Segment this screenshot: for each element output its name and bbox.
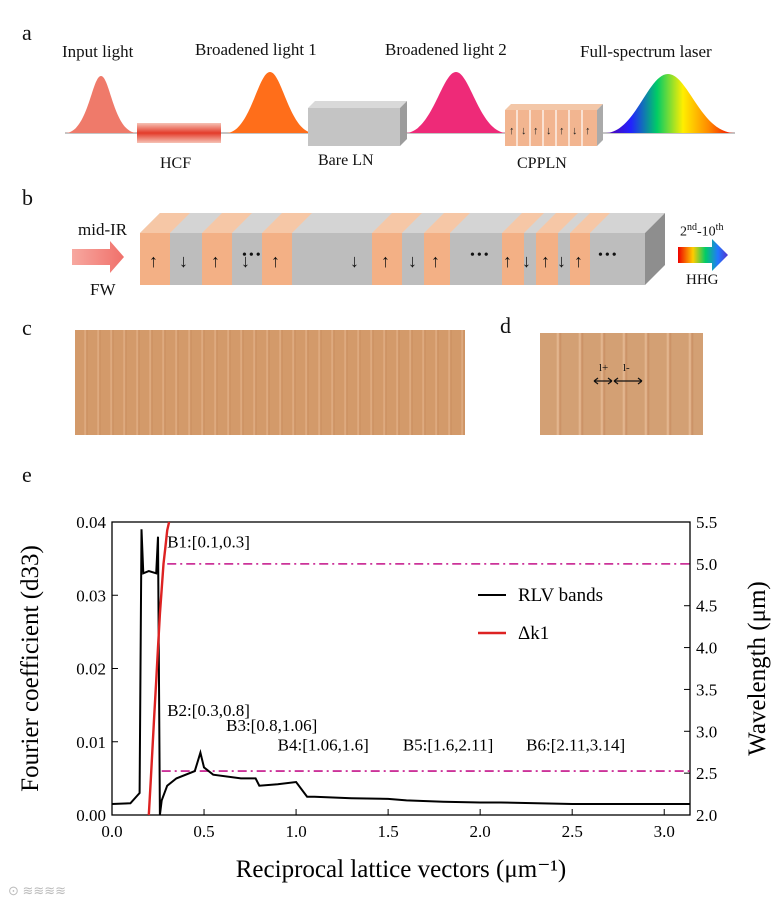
hhg-order-start-sup: nd (687, 222, 697, 233)
y-left-tick-label: 0.01 (76, 733, 106, 752)
svg-text:↓: ↓ (521, 125, 527, 137)
y-right-tick-label: 3.5 (696, 680, 717, 699)
fw-arrow (72, 241, 124, 273)
svg-text:↑: ↑ (271, 251, 280, 271)
panel-b-letter: b (22, 185, 33, 210)
cppln-block: ↑ ↓ ↑ ↓ ↑ ↓ ↑ (505, 104, 603, 146)
panel-a-diagram: ↑ ↓ ↑ ↓ ↑ ↓ ↑ (65, 72, 735, 146)
svg-text:↓: ↓ (522, 251, 531, 271)
l-minus-label: l- (623, 362, 630, 374)
y-right-tick-label: 4.0 (696, 639, 717, 658)
svg-text:↑: ↑ (509, 125, 515, 137)
fw-label: FW (90, 280, 116, 299)
band-annotation: B6:[2.11,3.14] (526, 736, 625, 755)
panel-d-letter: d (500, 313, 511, 338)
y-right-tick-label: 4.5 (696, 597, 717, 616)
svg-text:↑: ↑ (585, 125, 591, 137)
hhg-label: HHG (686, 272, 719, 288)
band-annotation: B1:[0.1,0.3] (167, 533, 250, 552)
bare-ln-block (308, 101, 407, 146)
panel-b-diagram: ↑ ↓ ↑ ↓ ↑ ↓ ↑ ↓ ↑ ↑ ↓ ↑ ↓ ↑ (72, 213, 728, 285)
micrograph-c (75, 330, 465, 435)
y-right-tick-label: 5.0 (696, 555, 717, 574)
x-tick-label: 0.5 (193, 822, 214, 841)
watermark: ⊙ ≋≋≋≋ (8, 883, 67, 898)
legend-label-1: RLV bands (518, 585, 603, 606)
x-tick-label: 1.0 (285, 822, 306, 841)
legend-label-2: Δk1 (518, 623, 549, 644)
y-right-tick-label: 3.0 (696, 722, 717, 741)
svg-text:↓: ↓ (408, 251, 417, 271)
y-left-tick-label: 0.02 (76, 660, 106, 679)
hcf-fiber (137, 123, 221, 143)
svg-text:↑: ↑ (431, 251, 440, 271)
panel-a-letter: a (22, 20, 32, 45)
svg-text:↓: ↓ (572, 125, 578, 137)
domain-width-arrows (593, 377, 643, 385)
hhg-order-start: 2 (680, 224, 687, 240)
input-light-label: Input light (62, 42, 134, 61)
band-annotation: B2:[0.3,0.8] (167, 701, 250, 720)
x-tick-label: 2.0 (470, 822, 491, 841)
cppln-label: CPPLN (517, 155, 567, 172)
y-left-axis-label: Fourier coefficient (d33) (17, 545, 44, 792)
input-pulse (65, 76, 137, 133)
svg-text:↑: ↑ (211, 251, 220, 271)
x-tick-label: 2.5 (562, 822, 583, 841)
hhg-order-label: 2nd-10th (680, 222, 723, 241)
bare-ln-label: Bare LN (318, 152, 374, 169)
svg-text:↑: ↑ (541, 251, 550, 271)
svg-text:↑: ↑ (381, 251, 390, 271)
y-right-tick-label: 2.5 (696, 764, 717, 783)
fourier-chart: 0.0 0.5 1.0 1.5 2.0 2.5 3.0 0.00 0.01 0.02 0.03 0.0… (17, 513, 771, 883)
x-tick-label: 0.0 (101, 822, 122, 841)
svg-text:↑: ↑ (574, 251, 583, 271)
dots-2: ••• (470, 248, 491, 263)
hhg-order-end: -10 (697, 224, 716, 240)
broadened-pulse-2 (405, 72, 507, 133)
svg-text:↓: ↓ (241, 251, 250, 271)
hcf-label: HCF (160, 155, 192, 172)
y-right-tick-label: 2.0 (696, 806, 717, 825)
full-spectrum-label: Full-spectrum laser (580, 42, 712, 61)
svg-text:↓: ↓ (557, 251, 566, 271)
svg-text:↓: ↓ (546, 125, 552, 137)
hhg-order-end-sup: th (715, 222, 724, 233)
l-plus-label: l+ (599, 362, 609, 374)
band-annotation: B5:[1.6,2.11] (403, 736, 494, 755)
micrograph-d (540, 333, 703, 435)
svg-text:↑: ↑ (559, 125, 565, 137)
svg-text:↑: ↑ (503, 251, 512, 271)
svg-text:↑: ↑ (149, 251, 158, 271)
series-line-1 (111, 529, 690, 816)
mid-ir-label: mid-IR (78, 220, 128, 239)
broadened-pulse-1 (226, 72, 314, 133)
series-line-2 (147, 521, 171, 816)
y-left-tick-label: 0.03 (76, 586, 106, 605)
panel-c-letter: c (22, 315, 32, 340)
x-axis-label: Reciprocal lattice vectors (μm⁻¹) (236, 856, 566, 883)
svg-text:↓: ↓ (179, 251, 188, 271)
svg-text:↓: ↓ (350, 251, 359, 271)
x-tick-label: 3.0 (654, 822, 675, 841)
band-annotation: B4:[1.06,1.6] (278, 736, 369, 755)
broadened-light-1-label: Broadened light 1 (195, 40, 317, 59)
full-spectrum-pulse (605, 74, 735, 133)
dots-1: ••• (242, 248, 263, 263)
panel-e-letter: e (22, 462, 32, 487)
broadened-light-2-label: Broadened light 2 (385, 40, 507, 59)
y-left-tick-label: 0.00 (76, 806, 106, 825)
y-right-tick-label: 5.5 (696, 513, 717, 532)
x-tick-label: 1.5 (377, 822, 398, 841)
y-left-tick-label: 0.04 (76, 513, 106, 532)
band-annotation: B3:[0.8,1.06] (226, 716, 317, 735)
svg-text:↑: ↑ (533, 125, 539, 137)
y-right-axis-label: Wavelength (μm) (744, 581, 771, 756)
hhg-arrow (678, 239, 728, 271)
dots-3: ••• (598, 248, 619, 263)
